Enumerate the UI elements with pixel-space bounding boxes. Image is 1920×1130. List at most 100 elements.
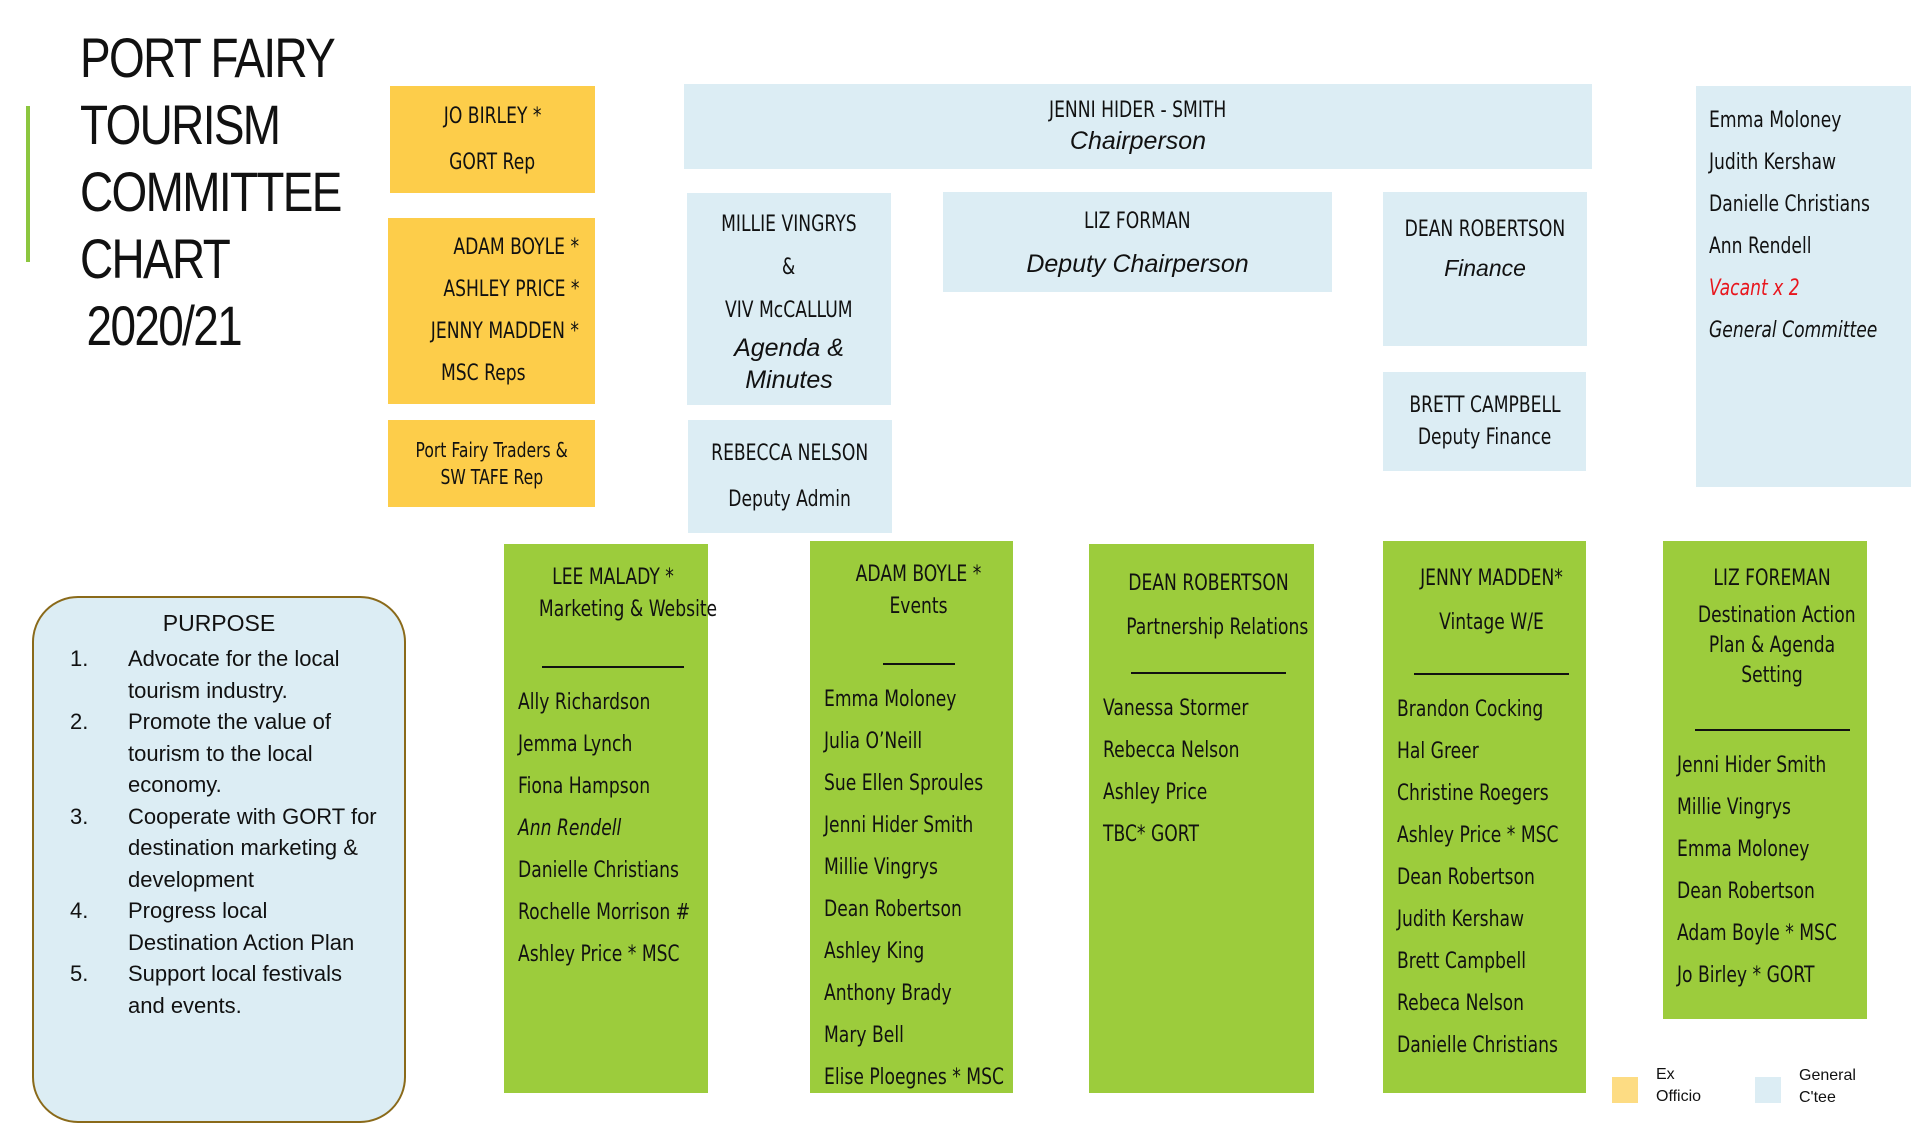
divider <box>1131 672 1286 674</box>
title-accent-bar <box>26 106 30 262</box>
subcommittee-area: Marketing & Website <box>538 597 718 622</box>
msc-rep-1: ADAM BOYLE * <box>453 235 579 260</box>
member: Dean Robertson <box>1397 864 1535 890</box>
msc-rep-3: JENNY MADDEN * <box>430 319 579 344</box>
member: Ann Rendell <box>518 815 622 841</box>
member: Jemma Lynch <box>518 731 633 757</box>
member: Julia O’Neill <box>824 728 923 754</box>
member: Vanessa Stormer <box>1103 695 1249 721</box>
member: Ashley Price * MSC <box>1397 822 1559 848</box>
legend-general-swatch <box>1755 1077 1781 1103</box>
ex-officio-msc-box: ADAM BOYLE * ASHLEY PRICE * JENNY MADDEN… <box>388 218 595 404</box>
finance-role: Finance <box>1444 255 1526 281</box>
agenda-ampersand: & <box>782 254 796 280</box>
finance-name: DEAN ROBERTSON <box>1404 217 1566 242</box>
purpose-item: 1. Advocate for the local tourism industr… <box>34 643 404 706</box>
member: Millie Vingrys <box>1677 794 1791 820</box>
member: Brandon Cocking <box>1397 696 1544 722</box>
general-member: Danielle Christians <box>1709 192 1870 217</box>
purpose-item-number: 4. <box>70 898 89 923</box>
subcommittee-vintage: JENNY MADDEN* Vintage W/E Brandon Cockin… <box>1383 541 1586 1093</box>
member: Christine Roegers <box>1397 780 1549 806</box>
purpose-item-number: 5. <box>70 961 89 986</box>
msc-rep-2: ASHLEY PRICE * <box>442 277 579 302</box>
legend-general-label: General C'tee <box>1799 1067 1856 1106</box>
subcommittee-events: ADAM BOYLE * Events Emma Moloney Julia O… <box>810 541 1013 1093</box>
purpose-item: 5. Support local festivals and events. <box>34 958 404 1021</box>
deputy-chair-role: Deputy Chairperson <box>1026 250 1249 278</box>
subcommittee-area-line2: Plan & Agenda <box>1708 633 1836 658</box>
divider <box>1414 673 1569 675</box>
chart-title: PORT FAIRY TOURISM COMMITTEE CHART 2020/… <box>80 26 342 357</box>
member: Ally Richardson <box>518 689 651 715</box>
member: Rebecca Nelson <box>1103 737 1240 763</box>
deputy-chair-box: LIZ FORMAN Deputy Chairperson <box>943 192 1332 292</box>
subcommittee-lead: ADAM BOYLE * <box>855 562 982 587</box>
member: Jo Birley * GORT <box>1677 962 1815 988</box>
member: Emma Moloney <box>824 686 957 712</box>
member: Fiona Hampson <box>518 773 651 799</box>
purpose-heading: PURPOSE <box>162 610 276 636</box>
purpose-item-text: Progress local Destination Action Plan <box>128 898 355 955</box>
member: TBC* GORT <box>1103 821 1199 847</box>
member: Ashley Price <box>1103 779 1208 805</box>
deputy-admin-name: REBECCA NELSON <box>711 440 869 466</box>
member: Judith Kershaw <box>1397 906 1525 932</box>
finance-box: DEAN ROBERTSON Finance <box>1383 192 1587 346</box>
agenda-name-2: VIV McCALLUM <box>725 297 853 323</box>
subcommittee-area-line3: Setting <box>1741 663 1803 688</box>
purpose-panel: PURPOSE 1. Advocate for the local tourism… <box>32 596 406 1123</box>
chairperson-name: JENNI HIDER - SMITH <box>1049 97 1227 123</box>
purpose-item-text: Cooperate with GORT for destination mark… <box>128 803 377 892</box>
ex-officio-gort-box: JO BIRLEY * GORT Rep <box>390 86 595 193</box>
member: Ashley Price * MSC <box>518 941 680 967</box>
member: Ashley King <box>824 938 925 964</box>
traders-rep-line2: SW TAFE Rep <box>440 464 543 489</box>
member: Rochelle Morrison # <box>518 899 691 925</box>
gort-rep-name: JO BIRLEY * <box>443 103 542 129</box>
subcommittee-marketing: LEE MALADY * Marketing & Website Ally Ri… <box>504 544 718 1093</box>
purpose-item-text: Support local festivals and events. <box>128 961 342 1018</box>
legend-ex-officio-swatch <box>1612 1077 1638 1103</box>
subcommittee-destination-plan: LIZ FOREMAN Destination Action Plan & Ag… <box>1663 541 1867 1019</box>
purpose-item-number: 1. <box>70 646 89 671</box>
purpose-item: 3.Cooperate with GORT for destination ma… <box>34 801 404 896</box>
general-committee-box: Emma Moloney Judith Kershaw Danielle Chr… <box>1696 86 1911 487</box>
general-member: Ann Rendell <box>1709 234 1812 259</box>
subcommittee-lead: LEE MALADY * <box>552 565 674 590</box>
subcommittee-area-line1: Destination Action <box>1697 603 1856 628</box>
member: Elise Ploegnes * MSC <box>824 1064 1004 1090</box>
member: Hal Greer <box>1397 738 1479 764</box>
member: Millie Vingrys <box>824 854 938 880</box>
purpose-list: 1. Advocate for the local tourism industr… <box>34 643 404 1021</box>
member: Jenni Hider Smith <box>1677 752 1827 778</box>
deputy-chair-name: LIZ FORMAN <box>1084 209 1191 234</box>
chairperson-role: Chairperson <box>1069 126 1207 155</box>
purpose-item: 2.Promote the value of tourism to the lo… <box>34 706 404 801</box>
general-member: Emma Moloney <box>1709 108 1842 133</box>
agenda-role-line1: Agenda & <box>734 333 844 362</box>
ex-officio-traders-box: Port Fairy Traders & SW TAFE Rep <box>388 420 595 507</box>
member: Jenni Hider Smith <box>824 812 974 838</box>
vacant-positions: Vacant x 2 <box>1709 276 1800 301</box>
purpose-item-text: Promote the value of tourism to the loca… <box>128 709 332 797</box>
divider <box>882 663 955 665</box>
member: Emma Moloney <box>1677 836 1810 862</box>
agenda-role-line2: Minutes <box>745 365 833 394</box>
member: Rebeca Nelson <box>1397 990 1525 1016</box>
member: Adam Boyle * MSC <box>1677 920 1837 946</box>
divider <box>1694 729 1850 731</box>
msc-reps-label: MSC Reps <box>441 361 526 386</box>
general-committee-label: General Committee <box>1709 318 1878 343</box>
subcommittee-area: Events <box>889 594 948 619</box>
deputy-finance-role: Deputy Finance <box>1417 424 1552 450</box>
gort-rep-role: GORT Rep <box>449 149 536 175</box>
member: Sue Ellen Sproules <box>824 770 984 796</box>
member: Dean Robertson <box>1677 878 1815 904</box>
subcommittee-lead: DEAN ROBERTSON <box>1128 571 1289 596</box>
subcommittee-area: Vintage W/E <box>1439 610 1544 635</box>
purpose-item-text: Advocate for the local tourism industry. <box>128 646 340 703</box>
traders-rep-line1: Port Fairy Traders & <box>415 437 568 462</box>
subcommittee-partnership: DEAN ROBERTSON Partnership Relations Van… <box>1089 544 1314 1093</box>
subcommittee-lead: LIZ FOREMAN <box>1713 566 1831 591</box>
